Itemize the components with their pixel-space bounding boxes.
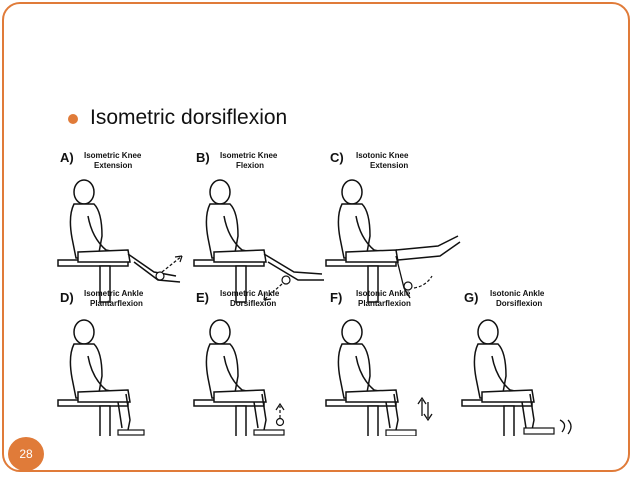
panel-letter: G) xyxy=(464,290,478,305)
panel-title-line1: Isometric Ankle xyxy=(220,289,280,298)
panel-a: A) Isometric Knee Extension xyxy=(57,150,183,303)
bullet-item: Isometric dorsiflexion xyxy=(68,106,287,130)
panel-letter: E) xyxy=(196,290,209,305)
panel-title-line1: Isometric Knee xyxy=(220,151,278,160)
panel-title-line1: Isometric Knee xyxy=(84,151,142,160)
panel-b: B) Isometric Knee Flexion xyxy=(193,150,324,303)
panel-g: G) Isotonic Ankle Dorsiflexion xyxy=(461,289,572,436)
panel-title-line1: Isometric Ankle xyxy=(84,289,144,298)
panel-title-line2: Dorsiflexion xyxy=(230,299,276,308)
panel-title-line2: Extension xyxy=(370,161,408,170)
bullet-dot-icon xyxy=(68,114,78,124)
panel-title-line1: Isotonic Ankle xyxy=(490,289,545,298)
panel-letter: C) xyxy=(330,150,344,165)
panel-title-line1: Isotonic Ankle xyxy=(356,289,411,298)
panel-title-line1: Isotonic Knee xyxy=(356,151,409,160)
panel-title-line2: Plantarflexion xyxy=(90,299,143,308)
panel-letter: D) xyxy=(60,290,74,305)
panel-title-line2: Dorsiflexion xyxy=(496,299,542,308)
panel-c: C) Isotonic Knee Extension xyxy=(325,150,461,303)
bullet-text: Isometric dorsiflexion xyxy=(90,106,288,129)
panel-title-line2: Flexion xyxy=(236,161,264,170)
panel-d: D) Isometric Ankle Plantarflexion xyxy=(57,289,145,436)
exercise-diagram: A) Isometric Knee Extension B) Isometric… xyxy=(57,150,572,436)
page-number-badge: 28 xyxy=(8,437,44,471)
panel-letter: A) xyxy=(60,150,74,165)
panel-title-line2: Plantarflexion xyxy=(358,299,411,308)
panel-letter: F) xyxy=(330,290,342,305)
panel-e: E) Isometric Ankle Dorsiflexion xyxy=(193,289,285,436)
panel-f: F) Isotonic Ankle Plantarflexion xyxy=(325,289,433,436)
panel-title-line2: Extension xyxy=(94,161,132,170)
panel-letter: B) xyxy=(196,150,210,165)
